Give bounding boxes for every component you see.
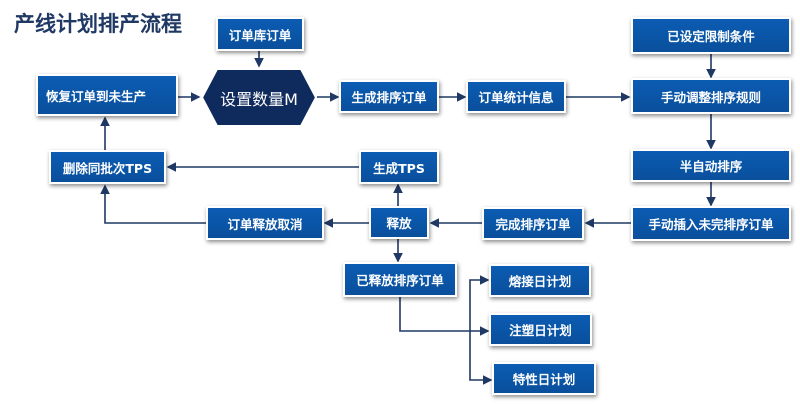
node-welding-plan: 熔接日计划 [489,264,591,297]
node-restore-order: 恢复订单到未生产 [36,74,178,116]
node-manual-adjust-rules: 手动调整排序规则 [631,78,791,114]
node-release: 释放 [369,206,429,239]
node-delete-same-batch-tps: 删除同批次TPS [49,150,166,184]
node-semi-auto-sort: 半自动排序 [631,149,791,182]
arrow-cancel-to-delete [100,184,207,224]
node-special-plan: 特性日计划 [492,362,596,395]
arrow-to-welding [469,275,490,331]
node-injection-plan: 注塑日计划 [489,313,592,346]
set-quantity-hexagon [201,68,317,127]
node-manual-insert: 手动插入未完排序订单 [631,206,791,241]
node-generate-sort-order: 生成排序订单 [339,80,439,113]
node-generate-tps: 生成TPS [359,150,439,184]
arrow-to-special [469,331,493,385]
node-complete-sort-order: 完成排序订单 [482,207,584,240]
node-preset-constraints: 已设定限制条件 [631,17,791,54]
set-quantity-label: 设置数量M [220,89,298,109]
page-title: 产线计划排产流程 [14,12,182,36]
node-order-pool: 订单库订单 [216,17,304,51]
node-released-sort-order: 已释放排序订单 [343,262,457,297]
node-order-statistics: 订单统计信息 [466,80,566,113]
link-released-to-plans [399,297,490,336]
node-cancel-release: 订单释放取消 [206,206,324,240]
